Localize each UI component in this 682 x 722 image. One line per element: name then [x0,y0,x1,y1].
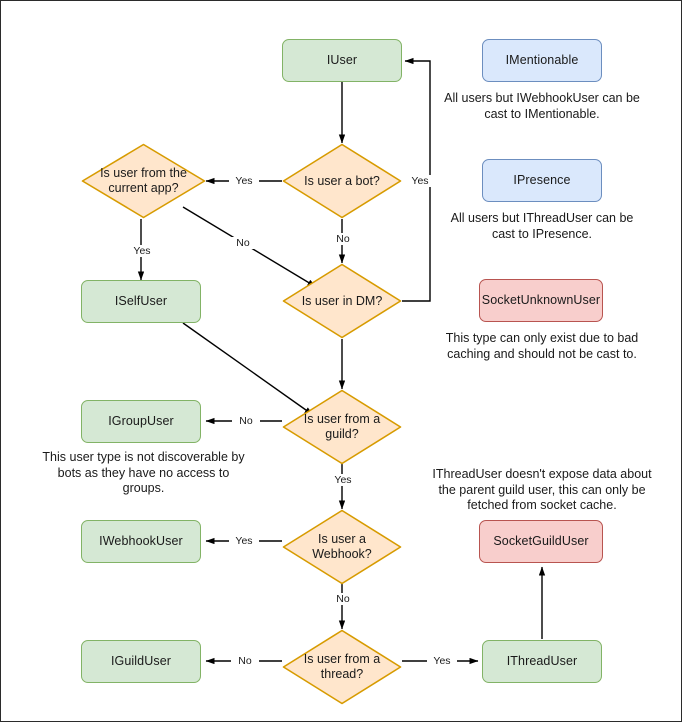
node-iselfuser[interactable]: ISelfUser [81,280,201,323]
edge-label-app-no: No [229,237,257,249]
edge-label-webhook-yes: Yes [229,535,259,547]
node-is-user-webhook-label: Is user a Webhook? [312,532,372,561]
node-ipresence[interactable]: IPresence [482,159,602,202]
note-ipresence: All users but IThreadUser can be cast to… [450,211,634,241]
node-is-user-from-thread-label: Is user from a thread? [303,652,381,681]
diamond-shape [81,143,206,219]
node-igroupuser[interactable]: IGroupUser [81,400,201,443]
node-ithreaduser-label: IThreadUser [506,654,578,668]
node-is-user-a-bot[interactable]: Is user a bot? [282,143,402,219]
node-is-user-from-guild[interactable]: Is user from a guild? [282,389,402,465]
node-socketunknownuser[interactable]: SocketUnknownUser [479,279,603,322]
edge-label-bot-no: No [329,233,357,245]
node-is-user-webhook[interactable]: Is user a Webhook? [282,509,402,585]
node-is-user-from-thread[interactable]: Is user from a thread? [282,629,402,705]
note-imentionable: All users but IWebhookUser can be cast t… [444,91,640,121]
node-iselfuser-label: ISelfUser [114,294,168,308]
node-is-user-from-guild-label: Is user from a guild? [303,412,381,441]
diamond-shape [282,263,402,339]
diamond-shape [282,389,402,465]
edge-label-guild-yes: Yes [328,474,358,486]
edge-label-thread-yes: Yes [427,655,457,667]
node-iwebhookuser[interactable]: IWebhookUser [81,520,201,563]
node-ipresence-label: IPresence [513,173,571,187]
node-is-user-from-current-app-label: Is user from the current app? [100,166,187,195]
node-ithreaduser[interactable]: IThreadUser [482,640,602,683]
node-iuser[interactable]: IUser [282,39,402,82]
note-ithreaduser: IThreadUser doesn't expose data about th… [432,467,652,512]
node-iuser-label: IUser [326,53,358,67]
node-socketunknownuser-label: SocketUnknownUser [481,293,601,307]
edge-label-dm-yes: Yes [405,175,435,187]
node-iguilduser-label: IGuildUser [110,654,172,668]
node-socketguilduser[interactable]: SocketGuildUser [479,520,603,563]
node-is-user-in-dm[interactable]: Is user in DM? [282,263,402,339]
note-igroupuser: This user type is not discoverable by bo… [42,450,245,495]
node-socketguilduser-label: SocketGuildUser [493,534,589,548]
edge-label-guild-no: No [232,415,260,427]
node-is-user-in-dm-label: Is user in DM? [301,293,383,308]
edge-label-app-yes: Yes [127,245,157,257]
edge-label-webhook-no: No [329,593,357,605]
node-iwebhookuser-label: IWebhookUser [99,534,183,548]
node-iguilduser[interactable]: IGuildUser [81,640,201,683]
diamond-shape [282,629,402,705]
node-is-user-from-current-app[interactable]: Is user from the current app? [81,143,206,219]
node-is-user-a-bot-label: Is user a bot? [304,173,380,188]
note-socketunknownuser: This type can only exist due to bad cach… [445,331,639,361]
node-imentionable[interactable]: IMentionable [482,39,602,82]
diamond-shape [282,509,402,585]
edge-label-bot-yes: Yes [229,175,259,187]
edge-label-thread-no: No [231,655,259,667]
node-igroupuser-label: IGroupUser [108,414,174,428]
node-imentionable-label: IMentionable [505,53,579,67]
diamond-shape [282,143,402,219]
